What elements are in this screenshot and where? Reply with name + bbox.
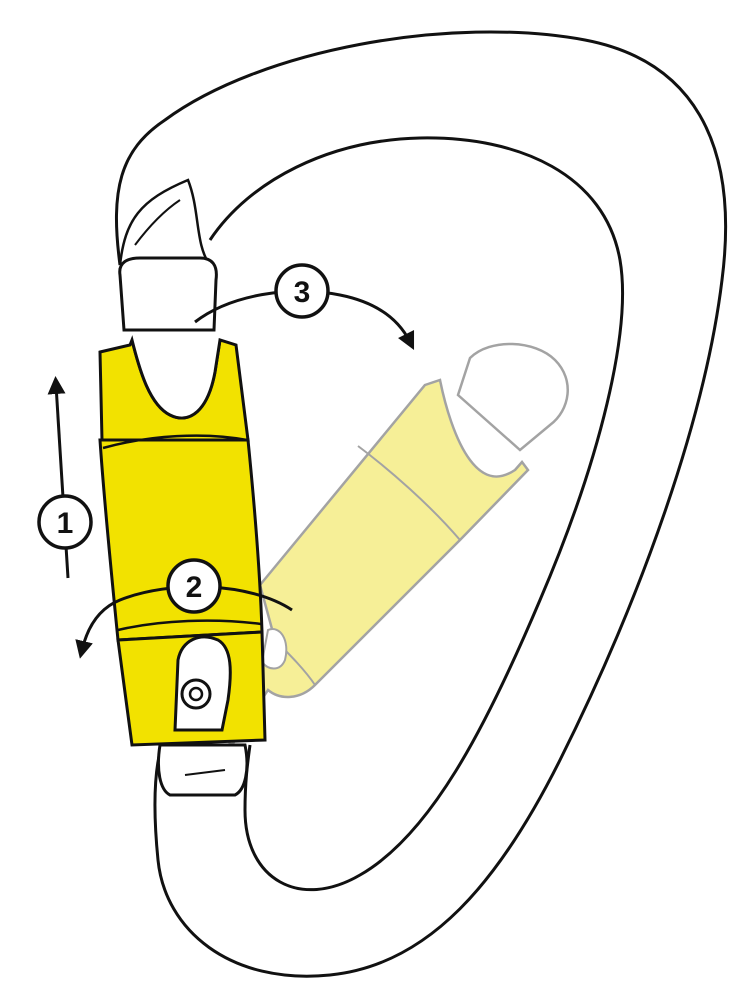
ghost-gate-bar: [456, 342, 569, 452]
step-3-badge: [274, 263, 330, 319]
sleeve-band-upper: [102, 434, 248, 450]
gate-bar-bottom-line: [184, 769, 226, 776]
step-3-arrow: [194, 289, 415, 351]
gate-bar-bottom: [156, 743, 249, 797]
gate-bar-top: [118, 256, 218, 332]
step-2-arrow: [75, 585, 293, 659]
nose-notch-outline: [118, 178, 212, 266]
step-3: 3: [194, 263, 415, 351]
gate-open-ghost: [220, 342, 569, 747]
carabiner-outer-outline: [114, 30, 727, 978]
step-1: 1: [37, 376, 93, 579]
ghost-slot: [260, 628, 288, 670]
sleeve-top-slot: [130, 339, 222, 420]
sleeve-rivet-inner: [188, 686, 204, 702]
step-1-number: 1: [57, 507, 74, 540]
sleeve-band-lower: [117, 619, 262, 632]
step-1-badge: [37, 494, 93, 550]
ghost-sleeve-band-top: [357, 445, 461, 541]
gate-bar-top-shape: [118, 256, 218, 332]
ghost-sleeve: [220, 378, 530, 747]
locking-sleeve: [98, 335, 267, 747]
step-2-badge: [166, 558, 222, 614]
step-3-number: 3: [294, 276, 311, 309]
step-2-number: 2: [186, 571, 203, 604]
step-2: 2: [75, 558, 293, 659]
nose-highlight: [134, 199, 181, 246]
carabiner-frame: [114, 30, 727, 978]
carabiner-inner-outline: [208, 136, 624, 892]
gate-bar-bottom-shape: [156, 743, 249, 797]
